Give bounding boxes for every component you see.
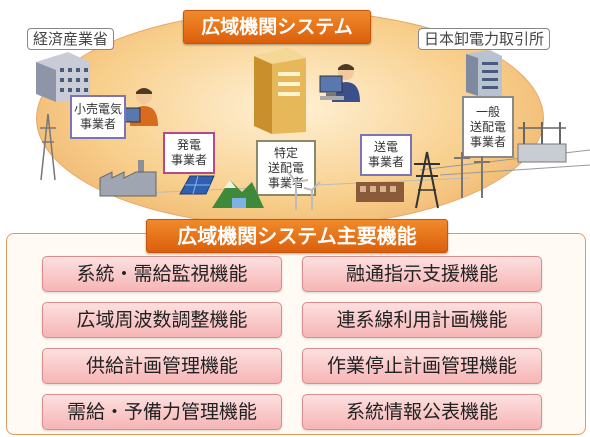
system-title-banner: 広域機関システム	[183, 10, 371, 44]
substation-icon	[517, 122, 567, 163]
general-transmission-box: 一般送配電事業者	[462, 96, 514, 158]
function-outage-plan: 作業停止計画管理機能	[302, 348, 542, 384]
function-grid-monitoring: 系統・需給監視機能	[42, 256, 282, 292]
function-info-disclosure: 系統情報公表機能	[302, 394, 542, 430]
building-icon	[466, 50, 502, 96]
main-functions-title: 広域機関システム主要機能	[146, 219, 448, 253]
generator-box: 発電事業者	[163, 132, 215, 174]
function-interchange-support: 融通指示支援機能	[302, 256, 542, 292]
transmission-provider-box: 送電事業者	[360, 134, 412, 176]
transmission-tower-icon	[40, 113, 56, 181]
substation-icon	[356, 182, 404, 202]
retail-electricity-provider-box: 小売電気事業者	[70, 95, 126, 139]
transmission-tower-icon	[414, 151, 440, 209]
meti-label: 経済産業省	[27, 28, 115, 50]
utility-pole-icon	[454, 152, 490, 198]
building-icon	[36, 52, 90, 102]
person-icon	[121, 88, 158, 126]
specific-transmission-box: 特定送配電事業者	[256, 140, 316, 196]
jepx-label: 日本卸電力取引所	[418, 28, 551, 50]
function-supply-plan: 供給計画管理機能	[42, 348, 282, 384]
mountain-icon	[212, 180, 264, 208]
function-interconnection-plan: 連系線利用計画機能	[302, 302, 542, 338]
solar-panel-icon	[179, 175, 215, 195]
factory-icon	[99, 160, 157, 197]
function-reserve-management: 需給・予備力管理機能	[42, 394, 282, 430]
function-frequency-control: 広域周波数調整機能	[42, 302, 282, 338]
server-icon	[254, 48, 306, 134]
wind-turbine-icon	[287, 171, 321, 210]
computer-icon	[319, 75, 344, 100]
